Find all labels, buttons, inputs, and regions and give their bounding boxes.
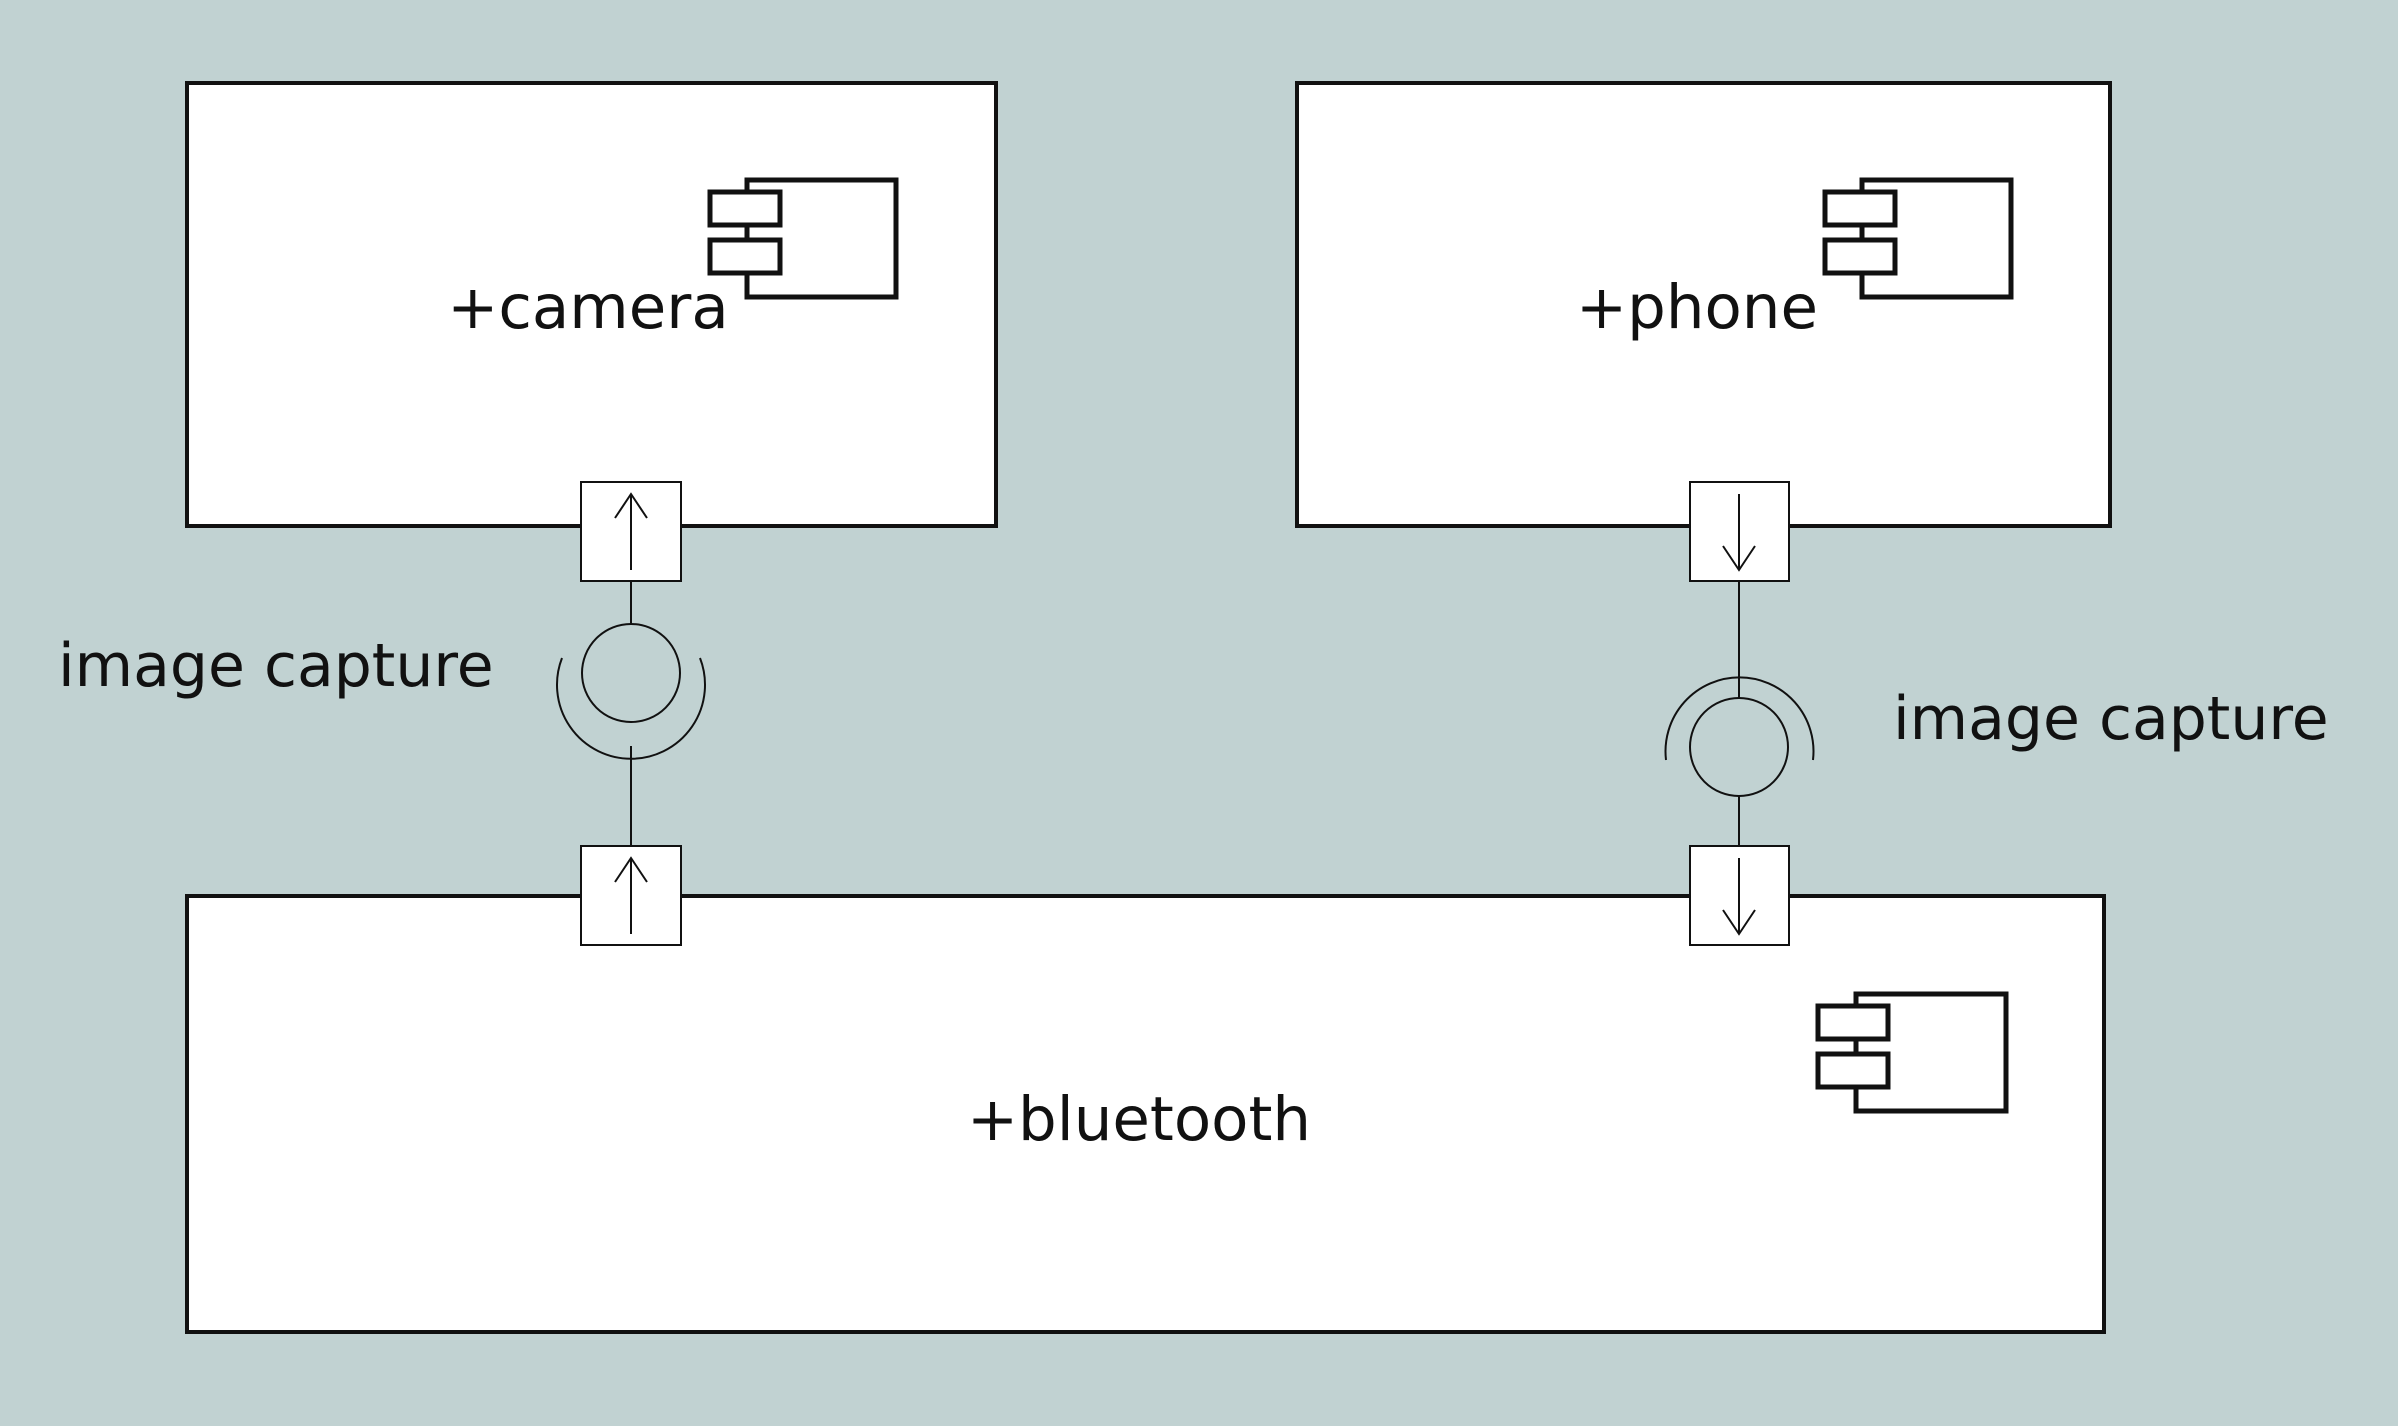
component-phone-box [1295, 81, 2112, 528]
interface-left[interactable] [556, 623, 706, 760]
arrow-up-icon [614, 492, 648, 570]
provided-interface-lollipop [1689, 697, 1789, 797]
component-camera[interactable]: +camera [185, 81, 998, 528]
component-bluetooth-box [185, 894, 2106, 1334]
component-icon [707, 177, 899, 300]
provided-interface-lollipop [581, 623, 681, 723]
component-icon [1822, 177, 2014, 300]
port-bluetooth-right[interactable] [1689, 845, 1790, 946]
component-camera-box [185, 81, 998, 528]
component-icon [1815, 991, 2009, 1114]
interface-right-label: image capture [1893, 684, 2329, 754]
component-phone-label: +phone [1576, 272, 1818, 343]
required-interface-socket [1664, 676, 1815, 761]
interface-left-label: image capture [58, 631, 494, 701]
component-phone[interactable]: +phone [1295, 81, 2112, 528]
component-camera-label: +camera [447, 272, 728, 343]
required-interface-socket [556, 657, 706, 760]
port-bluetooth-left[interactable] [580, 845, 682, 946]
component-bluetooth[interactable]: +bluetooth [185, 894, 2106, 1334]
arrow-up-icon [614, 856, 648, 934]
port-phone[interactable] [1689, 481, 1790, 582]
interface-right[interactable] [1664, 676, 1815, 797]
arrow-down-icon [1722, 494, 1756, 572]
component-bluetooth-label: +bluetooth [967, 1084, 1311, 1155]
arrow-down-icon [1722, 858, 1756, 936]
port-camera[interactable] [580, 481, 682, 582]
